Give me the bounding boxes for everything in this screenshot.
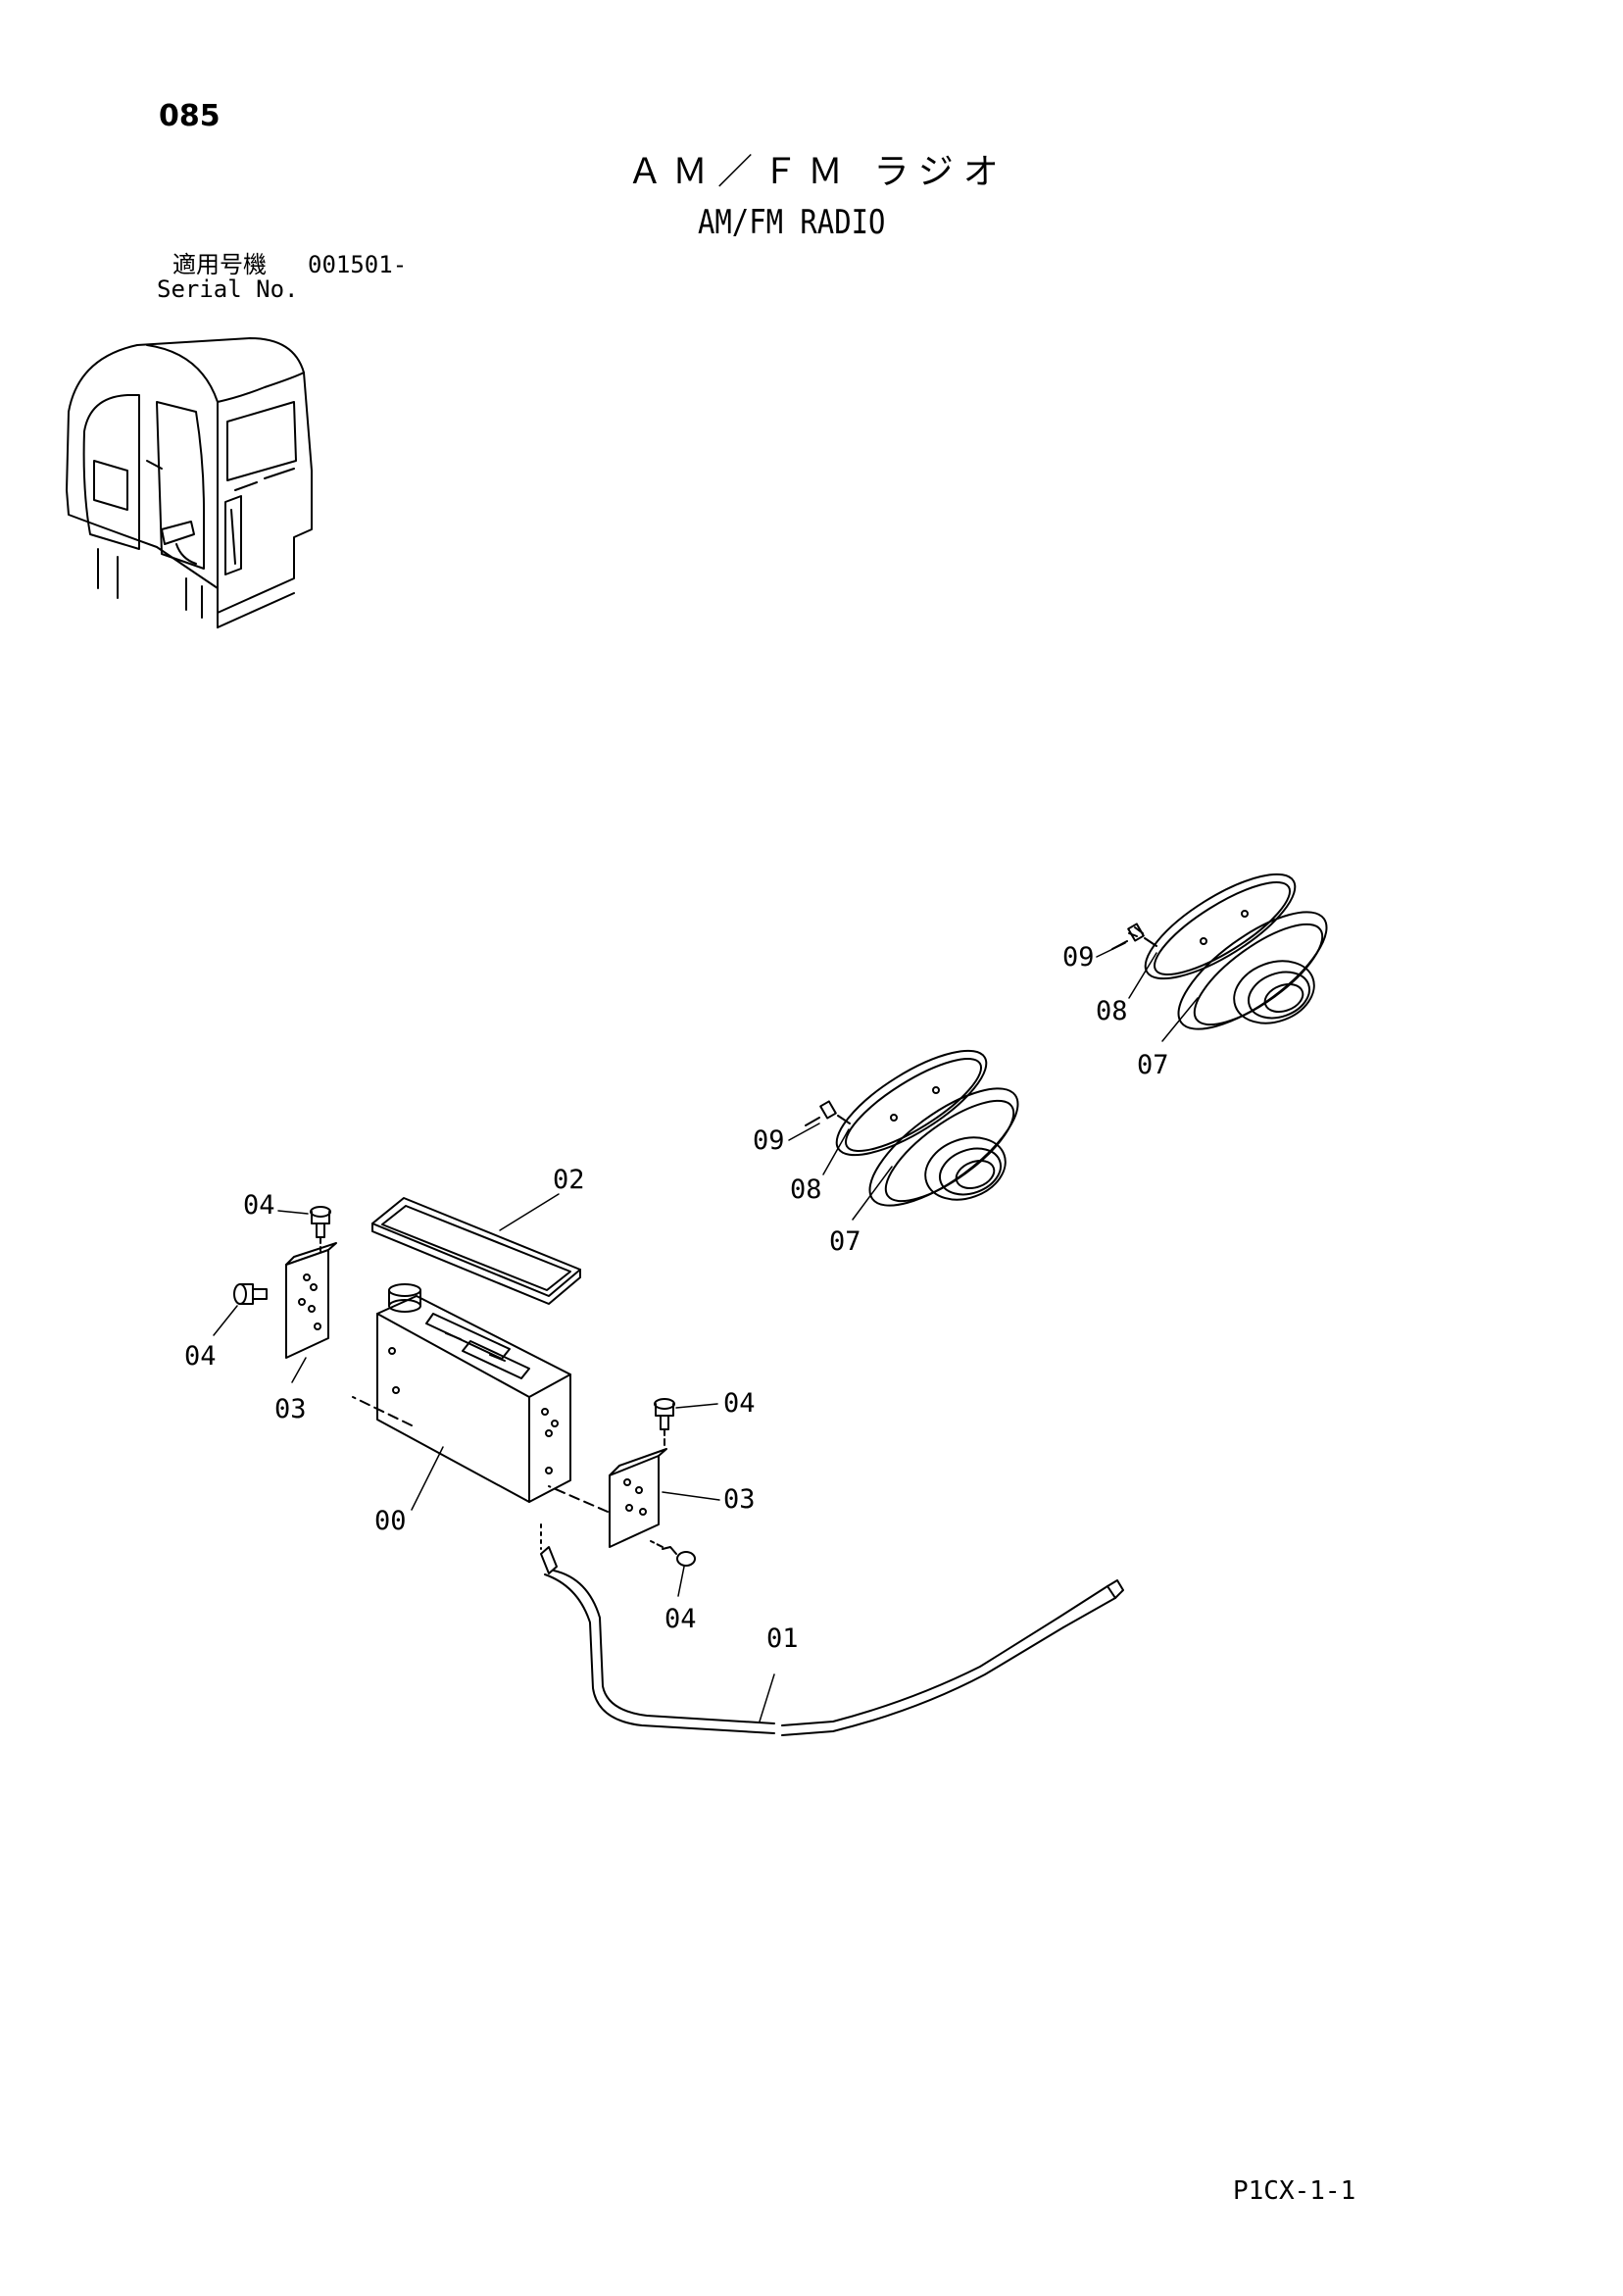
callout-04-top: 04 — [243, 1190, 275, 1221]
callout-04-right: 04 — [723, 1388, 756, 1419]
speaker-assembly-lower — [805, 1049, 1019, 1207]
callout-labels: 09 08 07 09 08 07 02 04 04 03 04 03 00 0… — [184, 942, 1169, 1654]
bracket-right — [548, 1448, 667, 1548]
page-code: P1CX-1-1 — [1233, 2176, 1356, 2206]
screw-right-bottom — [650, 1540, 696, 1567]
screw-right-top — [654, 1398, 675, 1450]
radio-body — [352, 1283, 571, 1503]
callout-03-left: 03 — [274, 1394, 307, 1424]
callout-07-lower: 07 — [829, 1226, 861, 1257]
callout-01: 01 — [766, 1623, 799, 1654]
screw-top — [310, 1206, 331, 1252]
serial-label-english: Serial No. — [157, 275, 299, 303]
cab-overview-drawing — [66, 337, 313, 628]
title-japanese: ＡＭ／ＦＭ ラジオ — [627, 152, 1008, 192]
speaker-assembly-upper — [1111, 873, 1328, 1030]
callout-09-upper: 09 — [1062, 942, 1095, 973]
antenna-cable — [540, 1523, 1124, 1736]
callout-09-lower: 09 — [753, 1125, 785, 1156]
leader-lines — [213, 942, 1199, 1722]
bracket-left — [285, 1242, 337, 1359]
callout-07-upper: 07 — [1137, 1050, 1169, 1080]
serial-number: 001501- — [308, 251, 408, 278]
radio-faceplate-frame — [371, 1197, 581, 1305]
callout-08-lower: 08 — [790, 1174, 822, 1205]
screw-left — [233, 1283, 268, 1305]
callout-02: 02 — [553, 1165, 585, 1195]
callout-04-bottom: 04 — [664, 1604, 697, 1634]
callout-00: 00 — [374, 1506, 407, 1536]
callout-04-left: 04 — [184, 1341, 217, 1372]
callout-03-right: 03 — [723, 1484, 756, 1515]
page-number: 085 — [159, 99, 221, 133]
title-english: AM/FM RADIO — [698, 203, 886, 242]
serial-label-japanese: 適用号機 — [172, 251, 267, 278]
callout-08-upper: 08 — [1096, 996, 1128, 1026]
